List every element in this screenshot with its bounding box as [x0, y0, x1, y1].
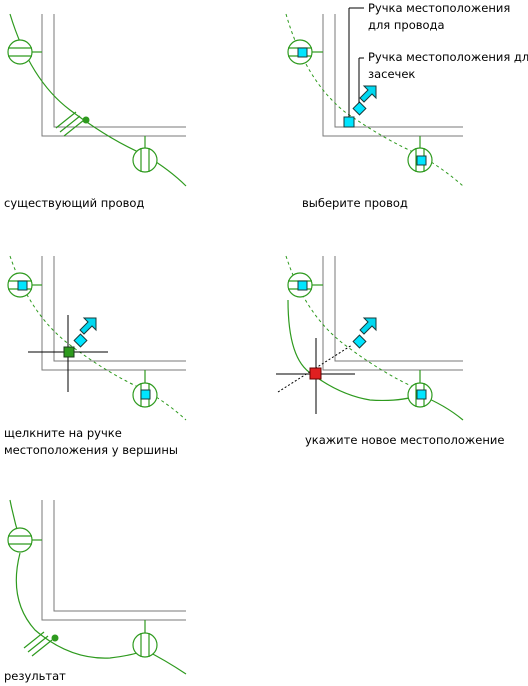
device-bottom-right — [132, 370, 158, 408]
device-top-left — [7, 272, 42, 298]
wire-arc — [9, 13, 187, 187]
wall-corner — [41, 256, 186, 371]
wire-arc-old — [285, 255, 421, 391]
wall-corner — [322, 256, 463, 371]
device-bottom-right — [132, 136, 158, 173]
device-top-left — [7, 527, 42, 553]
caption-existing-wire: существующий провод — [4, 196, 145, 210]
device-bottom-right — [407, 136, 433, 173]
caption-specify-new-location: укажите новое местоположение — [305, 433, 505, 447]
wire-ticks — [23, 631, 53, 657]
wall-corner — [41, 14, 186, 137]
wall-corner — [41, 500, 186, 621]
callout-wire-location-grip: Ручка местоположения для провода — [368, 1, 511, 32]
rubber-band-line — [277, 344, 353, 393]
tick-location-grip[interactable] — [352, 101, 367, 116]
device-bottom-right — [132, 620, 158, 658]
cursor-arrow-icon — [359, 85, 377, 103]
panel-existing-wire — [7, 13, 187, 187]
wire-end-dot — [51, 634, 59, 642]
caption-result: результат — [4, 669, 66, 683]
tick-location-grip[interactable] — [73, 333, 88, 348]
wall-corner — [322, 14, 463, 137]
caption-select-wire: выберите провод — [302, 196, 408, 210]
active-vertex-grip[interactable] — [63, 346, 75, 358]
device-top-left — [7, 39, 42, 65]
panel-select-wire — [285, 7, 464, 187]
device-top-left — [287, 39, 323, 65]
cursor-arrow-icon — [79, 317, 97, 335]
active-vertex-grip[interactable] — [309, 367, 322, 380]
device-top-left — [287, 272, 323, 298]
wire-arc-selected — [285, 13, 464, 187]
caption-click-vertex-grip: щелкните на ручке местоположения у верши… — [4, 426, 178, 457]
cursor-arrow-icon — [359, 317, 377, 335]
wire-location-grip[interactable] — [343, 116, 355, 128]
panel-click-vertex-grip — [7, 255, 187, 421]
wire-ticks — [55, 111, 85, 137]
device-bottom-right — [407, 370, 433, 408]
wire-arc-selected — [9, 255, 187, 421]
panel-result — [7, 499, 187, 675]
panel-specify-new-location — [276, 255, 464, 421]
wire-end-dot — [82, 116, 90, 124]
tick-location-grip[interactable] — [352, 334, 367, 349]
callout-tick-location-grip: Ручка местоположения для засечек — [368, 50, 528, 81]
